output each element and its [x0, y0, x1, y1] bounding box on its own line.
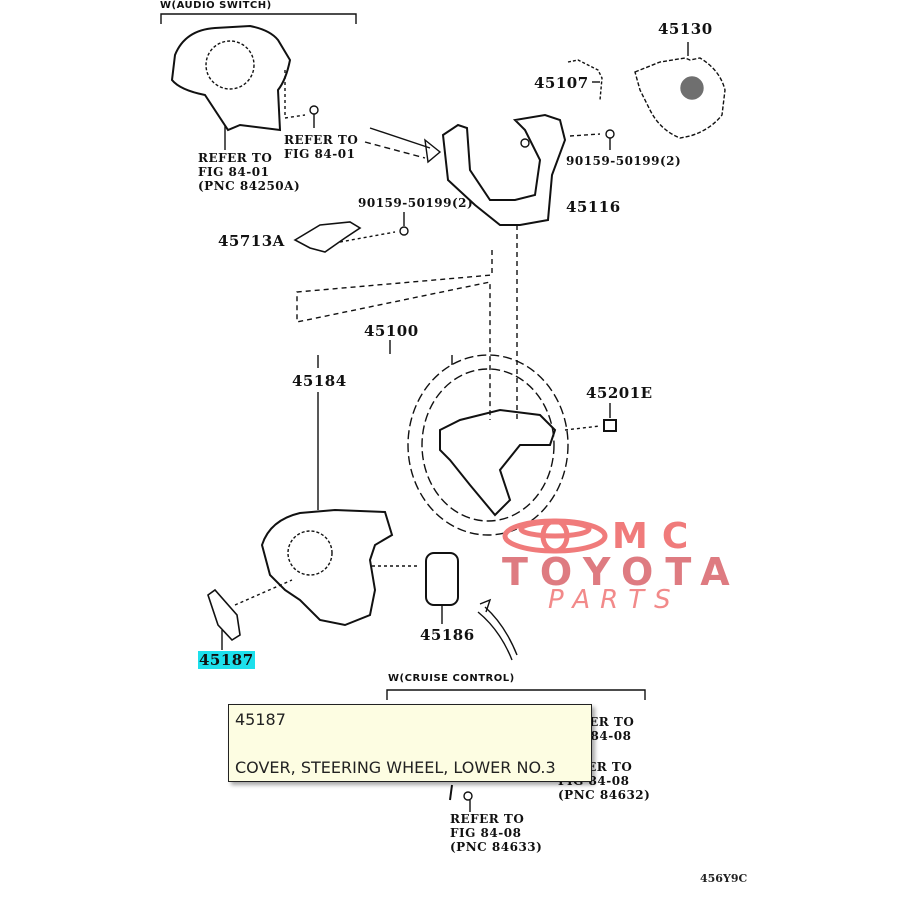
tooltip-part-number: 45187: [235, 710, 286, 729]
ref-line: FIG 84-08: [450, 826, 522, 840]
group-label-audio-switch: W(AUDIO SWITCH): [160, 0, 272, 11]
cruise-control-bracket: [386, 689, 646, 700]
part-label-45107[interactable]: 45107: [534, 74, 589, 92]
part-label-45184[interactable]: 45184: [292, 372, 347, 390]
audio-switch-bracket: [160, 13, 357, 24]
part-label-90159-50199-upper[interactable]: 90159-50199(2): [566, 154, 682, 168]
part-label-45130[interactable]: 45130: [658, 20, 713, 38]
group-label-cruise-control: W(CRUISE CONTROL): [388, 673, 515, 684]
ref-line: REFER TO: [284, 133, 359, 147]
ref-line: FIG 84-01: [198, 165, 270, 179]
part-label-45713a[interactable]: 45713A: [218, 232, 285, 250]
ref-line: REFER TO: [450, 812, 525, 826]
ref-line: (PNC 84250A): [198, 179, 301, 193]
watermark-mc: MC: [612, 516, 703, 557]
part-45187: [207, 588, 241, 642]
switch-bracket-45116: [441, 113, 567, 226]
ref-cruise-bottom[interactable]: REFER TO FIG 84-08 (PNC 84633): [450, 812, 542, 854]
steering-wheel: [407, 354, 569, 536]
cover-45184: [260, 508, 394, 627]
part-label-45187[interactable]: 45187: [198, 651, 255, 669]
ref-line: (PNC 84632): [558, 788, 651, 802]
watermark-toyota: TOYOTA: [502, 550, 742, 594]
part-label-45100[interactable]: 45100: [364, 322, 419, 340]
highlighted-part-number: 45187: [198, 651, 255, 669]
ref-audio-left[interactable]: REFER TO FIG 84-01 (PNC 84250A): [198, 151, 300, 193]
ref-line: REFER TO: [198, 151, 273, 165]
part-45713a: [293, 221, 362, 253]
ref-line: (PNC 84633): [450, 840, 543, 854]
part-label-45116[interactable]: 45116: [566, 198, 621, 216]
audio-switch-part: [170, 24, 292, 132]
watermark-parts: PARTS: [548, 585, 681, 615]
airbag-45130: [634, 57, 726, 139]
part-45186: [425, 552, 459, 606]
part-label-45186[interactable]: 45186: [420, 626, 475, 644]
part-label-45201e[interactable]: 45201E: [586, 384, 653, 402]
figure-code: 456Y9C: [700, 872, 748, 885]
tooltip-description: COVER, STEERING WHEEL, LOWER NO.3: [235, 758, 556, 777]
part-label-90159-50199-lower[interactable]: 90159-50199(2): [358, 196, 474, 210]
part-45201e: [603, 419, 617, 432]
ref-audio-right[interactable]: REFER TO FIG 84-01: [284, 133, 358, 161]
toyota-logo-icon: [502, 518, 608, 554]
part-tooltip: 45187 COVER, STEERING WHEEL, LOWER NO.3: [228, 704, 592, 782]
ref-line: FIG 84-01: [284, 147, 356, 161]
